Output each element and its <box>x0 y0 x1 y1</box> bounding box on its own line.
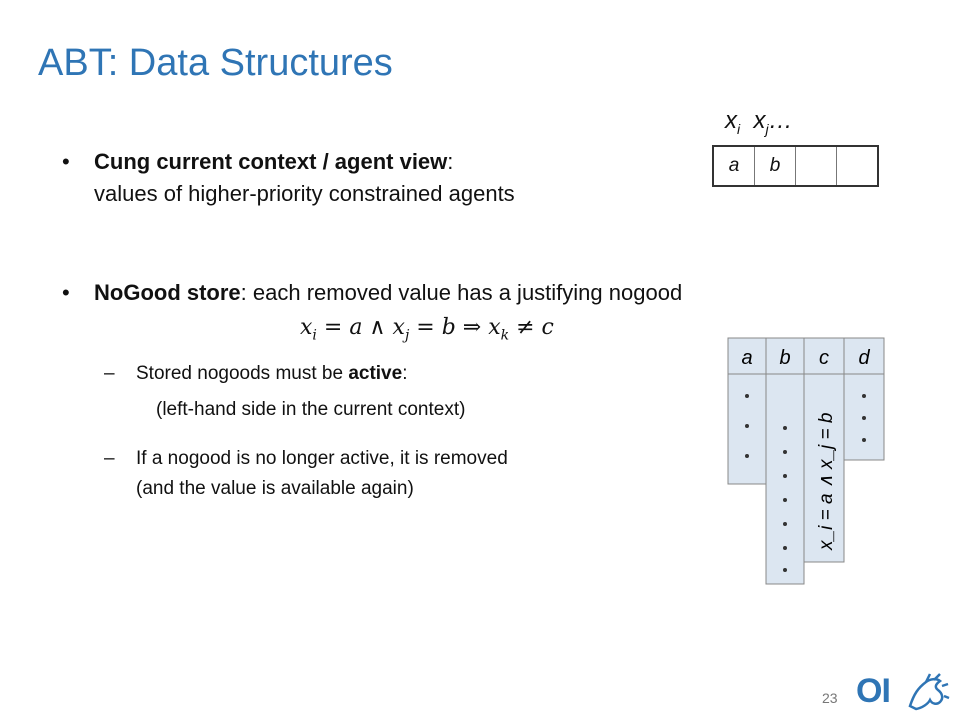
column-b-dots <box>783 426 787 572</box>
bullet-bold: NoGood store <box>94 280 241 305</box>
slide-title: ABT: Data Structures <box>38 42 393 84</box>
bullet-text: Cung current context / agent view: value… <box>94 146 515 210</box>
nogood-store-figure: a b c d x_i = a ∧ x_j = b <box>727 337 885 585</box>
indent-line: (left-hand side in the current context) <box>156 399 466 420</box>
column-label: b <box>779 347 790 369</box>
column-label: d <box>858 347 870 369</box>
subbullet-dash: – <box>104 363 115 384</box>
formula-text: xi = a ∧ xj = b ⇒ xk ≠ c <box>300 315 554 344</box>
subbullet-text: Stored nogoods must be active: <box>136 359 407 389</box>
current-view-box: a b <box>712 145 879 187</box>
bullet-rest: : each removed value has a justifying no… <box>240 280 683 305</box>
page-number: 23 <box>822 690 838 706</box>
column-d-dots <box>862 394 866 442</box>
bullet-dot: • <box>62 149 70 174</box>
column-label: a <box>741 347 752 369</box>
bullet-rest: : <box>447 149 454 174</box>
nogood-formula: xi = a ∧ xj = b ⇒ xk ≠ c <box>300 315 554 343</box>
subbullet-line2: (and the value is available again) <box>136 478 414 499</box>
current-view-cell <box>837 147 877 185</box>
subbullet-bold: active <box>348 363 403 384</box>
column-b-body <box>765 373 805 585</box>
subbullet-dash: – <box>104 448 115 469</box>
rotated-nogood-label: x_i = a ∧ x_j = b <box>816 413 837 551</box>
subbullet-post: : <box>402 363 408 384</box>
bullet-line2: values of higher-priority constrained ag… <box>94 181 515 206</box>
subbullet-line1: If a nogood is no longer active, it is r… <box>136 448 508 469</box>
current-view-cell: b <box>755 147 796 185</box>
current-view-header: xi xj… <box>725 107 793 137</box>
current-view-cell <box>796 147 837 185</box>
subbullet-text: If a nogood is no longer active, it is r… <box>136 444 508 504</box>
column-a-body <box>727 373 767 485</box>
current-view-cell: a <box>714 147 755 185</box>
column-label: c <box>819 347 829 369</box>
oi-logo: OI <box>856 672 891 710</box>
column-a-dots <box>745 394 749 458</box>
column-c-body <box>803 373 845 563</box>
bullet-text: NoGood store: each removed value has a j… <box>94 277 682 309</box>
bullet-dot: • <box>62 280 70 305</box>
bullet-bold: Cung current context / agent view <box>94 149 448 174</box>
subbullet-pre: Stored nogoods must be <box>136 363 349 384</box>
header-cell <box>765 337 805 375</box>
lion-logo-icon <box>908 673 950 711</box>
